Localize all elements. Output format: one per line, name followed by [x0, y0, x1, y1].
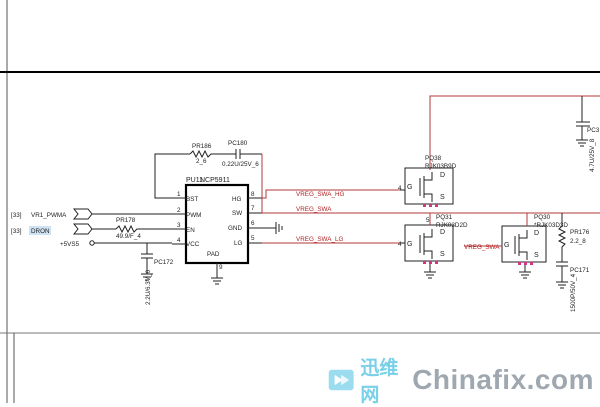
- pin-num: 5: [426, 217, 430, 224]
- resistor-pr176[interactable]: PR176 2.2_8: [557, 225, 590, 262]
- ground-symbol: [262, 222, 283, 234]
- watermark: 迅维网 Chinafix.com: [328, 357, 594, 406]
- component-value: 49.9/F_4: [116, 233, 141, 240]
- signal-name: DRON: [31, 228, 50, 235]
- pin-name: PAD: [207, 251, 220, 258]
- net-label: VREG_SWA: [464, 244, 500, 251]
- pin-name: EN: [186, 227, 195, 234]
- component-ref: PR178: [116, 217, 136, 224]
- pin-num: 4: [398, 185, 402, 192]
- net-label: VREG_SWA: [296, 206, 332, 213]
- resistor-pr178[interactable]: PR178 49.9/F_4: [115, 217, 172, 240]
- page-ref: [33]: [11, 228, 22, 235]
- power-label: +5VS5: [60, 241, 80, 248]
- pin-num: 7: [251, 205, 255, 212]
- capacitor-pc172[interactable]: PC172 2.2U/6.3V_6: [141, 243, 174, 305]
- mosfet-pq38[interactable]: G D S PQ38 RJK03B9D 4: [398, 155, 457, 205]
- component-ref: PQ38: [425, 155, 442, 162]
- pin-name: LG: [234, 240, 243, 247]
- component-ref: PR186: [192, 143, 212, 150]
- component-value: 2.2_8: [570, 238, 586, 245]
- pin-num: 6: [251, 220, 255, 227]
- component-ref: PC171: [570, 267, 590, 274]
- pin-name: BST: [186, 196, 198, 203]
- source-label: S: [440, 194, 445, 201]
- component-ref: PC172: [154, 259, 174, 266]
- mosfet-pq30[interactable]: G D S PQ30 *RJK03D3D: [501, 214, 568, 263]
- gate-label: G: [504, 242, 509, 249]
- component-part: RJK03B9D: [425, 163, 457, 170]
- capacitor-pc171[interactable]: PC171 1500P/50V_4: [556, 261, 590, 312]
- component-part: *RJK03D3D: [534, 222, 568, 229]
- pin-name: PWM: [186, 212, 201, 219]
- pin-num: 3: [177, 222, 181, 229]
- capacitor-pc180[interactable]: PC180 0.22U/25V_6: [222, 140, 262, 168]
- component-ref: PC3: [587, 127, 600, 134]
- pin-num: 4: [398, 241, 402, 248]
- ic-ref: PU11: [186, 177, 203, 184]
- power-5vs5: +5VS5: [60, 240, 172, 248]
- component-value: 0.22U/25V_6: [222, 161, 259, 168]
- pin-num: 8: [251, 191, 255, 198]
- source-label: S: [534, 252, 539, 259]
- pin-name: VCC: [186, 241, 200, 248]
- ground-symbol: [424, 264, 436, 279]
- component-ref: PC180: [228, 140, 248, 147]
- ic-part: NCP5911: [200, 177, 230, 184]
- pin-name: SW: [232, 210, 242, 217]
- pin-name: GND: [228, 225, 242, 232]
- chinafix-logo-icon: [328, 369, 354, 391]
- pin-num: 4: [177, 237, 181, 244]
- signal-name: VR1_PWMA: [31, 212, 67, 219]
- net-label: VREG_SWA_HG: [296, 191, 345, 198]
- ic-pu11[interactable]: PU11 NCP5911 1 BST 2 PWM 3 EN 4 VCC 8 HG…: [177, 177, 255, 271]
- net-label: VREG_SWA_LG: [296, 236, 343, 243]
- pin-num: 2: [177, 207, 181, 214]
- gate-label: G: [407, 184, 412, 191]
- component-value: 2_6: [196, 158, 207, 165]
- resistor-pr186[interactable]: PR186 2_6: [189, 143, 224, 165]
- component-part: RJK03D2D: [436, 222, 468, 229]
- input-vr1-pwma[interactable]: [33] VR1_PWMA: [11, 208, 172, 220]
- pin-num: 9: [219, 264, 223, 271]
- drain-label: D: [440, 229, 445, 236]
- component-value: 2.2U/6.3V_6: [145, 269, 152, 305]
- source-label: S: [440, 251, 445, 258]
- component-value: 1500P/50V_4: [570, 273, 577, 312]
- ground-symbol: [519, 265, 531, 279]
- drain-label: D: [440, 172, 445, 179]
- page-ref: [33]: [11, 212, 22, 219]
- watermark-en: Chinafix.com: [412, 364, 594, 395]
- component-ref: PQ30: [534, 214, 551, 221]
- watermark-cn: 迅维网: [360, 357, 399, 406]
- component-value: 4.7U/25V_8: [589, 138, 596, 172]
- component-ref: PQ31: [436, 214, 453, 221]
- ground-symbol: [211, 277, 223, 285]
- input-dron[interactable]: [33] DRON: [11, 223, 116, 235]
- pin-num: 5: [251, 235, 255, 242]
- mosfet-pq31[interactable]: G D S PQ31 RJK03D2D 4 5: [398, 214, 468, 262]
- pin-num: 1: [177, 191, 181, 198]
- component-ref: PR176: [570, 229, 590, 236]
- gate-label: G: [407, 241, 412, 248]
- capacitor-pc3[interactable]: PC3 4.7U/25V_8: [576, 96, 600, 172]
- drain-label: D: [534, 230, 539, 237]
- pin-name: HG: [232, 196, 242, 203]
